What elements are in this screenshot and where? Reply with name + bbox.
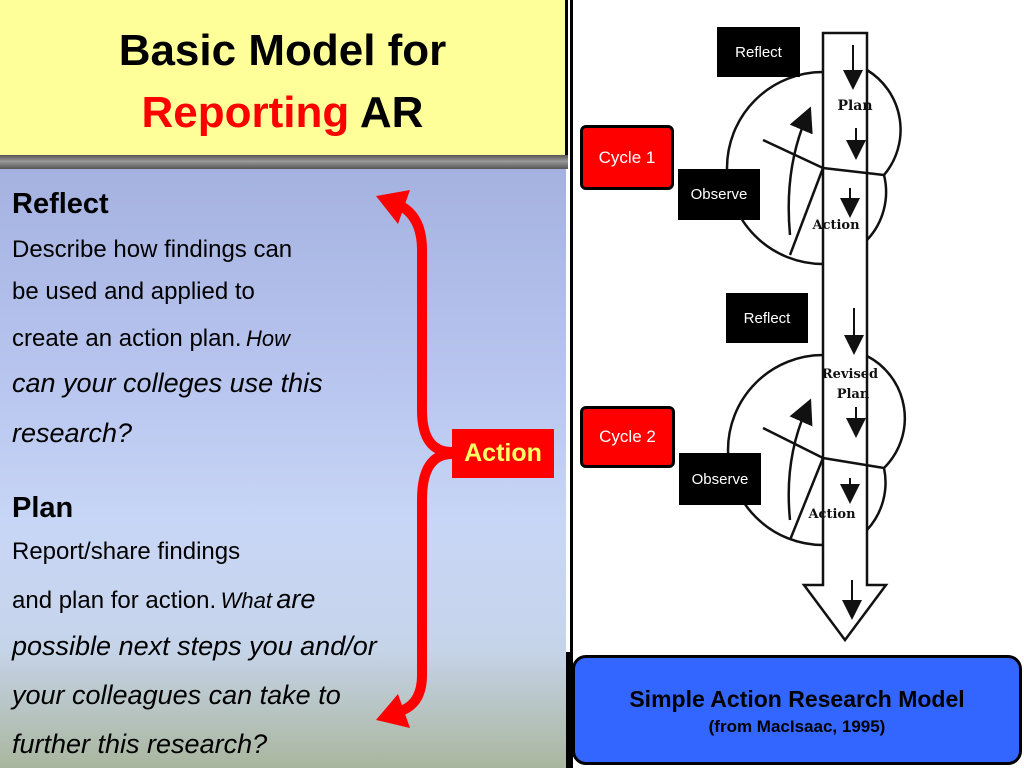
caption-box: Simple Action Research Model (from MacIs… [572,655,1022,765]
inner-arrows [840,45,866,620]
reflect-line-2: be used and applied to [12,278,255,305]
reflect-italic-line-1: can your colleges use this [12,368,323,398]
cycle-1-rotation-arrow [787,106,813,236]
reflect-box-1: Reflect [717,27,800,77]
observe-box-2: Observe [679,453,761,505]
cycle-2-circle [726,353,907,547]
cycle-2-box: Cycle 2 [580,406,675,468]
revised-plan-label-2: Plan [837,387,870,402]
plan-heading: Plan [12,492,74,524]
title-box: Basic Model for Reporting AR [0,0,568,155]
plan-line-2-text: and plan for action. [12,587,217,614]
reflect-italic-line-2: research? [12,418,133,448]
plan-line-1: Report/share findings [12,538,241,565]
cycle-1-circle [725,68,902,266]
reflect-line-3-text: create an action plan. [12,325,242,352]
plan-line-2-italic-large: are [276,584,316,614]
title-ar: AR [359,88,424,137]
caption-subtitle: (from MacIsaac, 1995) [708,717,886,736]
observe-box-1: Observe [678,169,760,220]
reflect-line-1: Describe how findings can [12,236,293,263]
bracket-bottom-curve [392,449,457,717]
plan-italic-line-2: your colleagues can take to [12,680,341,710]
bracket-top-arrowhead [376,190,410,224]
reflect-line-3-italic: How [245,326,290,351]
reflect-heading: Reflect [12,188,109,220]
action-1-label: Action [811,218,860,233]
action-label: Action [452,429,554,478]
action-2-label: Action [807,507,856,522]
title-line-1: Basic Model for [118,26,447,75]
bracket-bottom-arrowhead [376,694,410,728]
plan-italic-line-1: possible next steps you and/or [12,631,377,661]
plan-line-2-italic-small: What [220,588,272,613]
bracket-top-curve [392,199,457,457]
big-down-arrow [801,31,889,643]
panel-border [566,652,570,768]
title-reporting: Reporting [141,88,350,137]
cycle-1-box: Cycle 1 [580,125,674,190]
plan-italic-line-3: further this research? [12,729,268,759]
plan-line-2: and plan for action. What are [12,584,315,615]
divider-bar [0,155,568,169]
reflect-box-2: Reflect [726,293,808,343]
title-line-2: Reporting AR [0,88,565,138]
cycle-2-rotation-arrow [787,398,813,521]
red-bracket [392,199,457,717]
caption-title: Simple Action Research Model [629,686,965,712]
reflect-line-3: create an action plan. How [12,325,290,353]
plan-1-label: Plan [837,98,872,114]
revised-plan-label-1: Revised [822,367,878,382]
